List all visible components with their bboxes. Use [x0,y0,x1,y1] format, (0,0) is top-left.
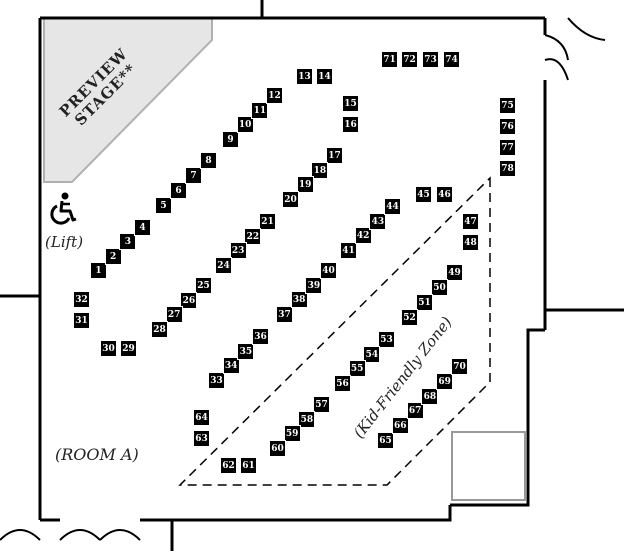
door-bottom-1 [0,529,41,541]
booth-56[interactable]: 56 [334,375,351,392]
booth-72[interactable]: 72 [401,51,418,68]
booth-16[interactable]: 16 [342,116,359,133]
booth-60[interactable]: 60 [269,440,286,457]
booth-42[interactable]: 42 [354,227,372,245]
booth-33[interactable]: 33 [208,372,225,389]
booth-69[interactable]: 69 [436,372,454,390]
door-bottom-3 [99,529,141,541]
booth-45[interactable]: 45 [415,186,432,203]
door-top-right-3 [544,58,569,81]
booth-48[interactable]: 48 [462,234,479,251]
room-label: (ROOM A) [55,445,139,464]
booth-44[interactable]: 44 [384,198,401,215]
wheelchair-icon [50,192,77,225]
booth-49[interactable]: 49 [446,264,463,281]
booth-55[interactable]: 55 [348,360,366,378]
kid-friendly-zone-outline [178,176,491,486]
door-bottom-2 [59,529,101,541]
booth-77[interactable]: 77 [499,139,516,156]
booth-31[interactable]: 31 [73,312,90,329]
booth-25[interactable]: 25 [195,277,212,294]
booth-62[interactable]: 62 [220,457,237,474]
booth-51[interactable]: 51 [416,294,433,311]
door-top-right-2 [567,17,606,41]
wall-bottom-right [140,505,452,522]
booth-6[interactable]: 6 [170,182,187,199]
booth-39[interactable]: 39 [305,276,323,294]
booth-11[interactable]: 11 [251,101,269,119]
booth-1[interactable]: 1 [90,262,107,279]
booth-3[interactable]: 3 [119,233,137,251]
booth-36[interactable]: 36 [252,328,269,345]
booth-35[interactable]: 35 [237,342,255,360]
booth-50[interactable]: 50 [431,279,448,296]
booth-73[interactable]: 73 [422,51,439,68]
booth-59[interactable]: 59 [283,425,301,443]
booth-52[interactable]: 52 [401,309,418,326]
booth-78[interactable]: 78 [499,160,516,177]
booth-7[interactable]: 7 [185,167,202,184]
booth-13[interactable]: 13 [296,68,313,85]
booth-67[interactable]: 67 [406,402,424,420]
booth-8[interactable]: 8 [200,152,217,169]
booth-15[interactable]: 15 [342,95,359,112]
booth-54[interactable]: 54 [363,345,381,363]
door-top-right-1 [544,34,569,61]
booth-65[interactable]: 65 [377,432,394,449]
booth-58[interactable]: 58 [298,410,316,428]
preview-stage-area [43,17,213,183]
booth-21[interactable]: 21 [259,213,276,230]
booth-70[interactable]: 70 [451,358,468,375]
booth-4[interactable]: 4 [134,219,151,236]
booth-12[interactable]: 12 [266,87,283,104]
booth-57[interactable]: 57 [313,396,330,413]
booth-5[interactable]: 5 [155,197,172,214]
booth-53[interactable]: 53 [378,331,395,348]
booth-10[interactable]: 10 [236,116,254,134]
booth-63[interactable]: 63 [193,430,210,447]
booth-24[interactable]: 24 [215,257,232,274]
booth-64[interactable]: 64 [193,409,210,426]
lift-label: (Lift) [45,233,84,251]
booth-40[interactable]: 40 [320,262,337,279]
booth-2[interactable]: 2 [104,247,122,265]
booth-32[interactable]: 32 [73,291,90,308]
booth-23[interactable]: 23 [229,242,247,260]
booth-29[interactable]: 29 [120,340,137,357]
booth-28[interactable]: 28 [151,321,168,338]
booth-43[interactable]: 43 [369,212,387,230]
booth-38[interactable]: 38 [290,291,308,309]
booth-75[interactable]: 75 [499,97,516,114]
booth-61[interactable]: 61 [240,457,257,474]
booth-68[interactable]: 68 [421,387,439,405]
booth-71[interactable]: 71 [381,51,398,68]
booth-26[interactable]: 26 [180,291,198,309]
booth-37[interactable]: 37 [276,306,293,323]
booth-19[interactable]: 19 [296,176,314,194]
wall-right-notch [450,328,545,507]
booth-14[interactable]: 14 [316,68,333,85]
booth-66[interactable]: 66 [391,417,409,435]
booth-22[interactable]: 22 [244,227,262,245]
storage-room [451,431,526,501]
booth-34[interactable]: 34 [222,357,240,375]
booth-17[interactable]: 17 [326,147,343,164]
booth-30[interactable]: 30 [100,340,117,357]
booth-18[interactable]: 18 [311,161,329,179]
booth-20[interactable]: 20 [282,191,299,208]
booth-27[interactable]: 27 [165,306,183,324]
booth-41[interactable]: 41 [340,242,357,259]
booth-47[interactable]: 47 [462,213,479,230]
booth-9[interactable]: 9 [222,131,239,148]
booth-76[interactable]: 76 [499,118,516,135]
booth-46[interactable]: 46 [436,186,453,203]
booth-74[interactable]: 74 [443,51,460,68]
